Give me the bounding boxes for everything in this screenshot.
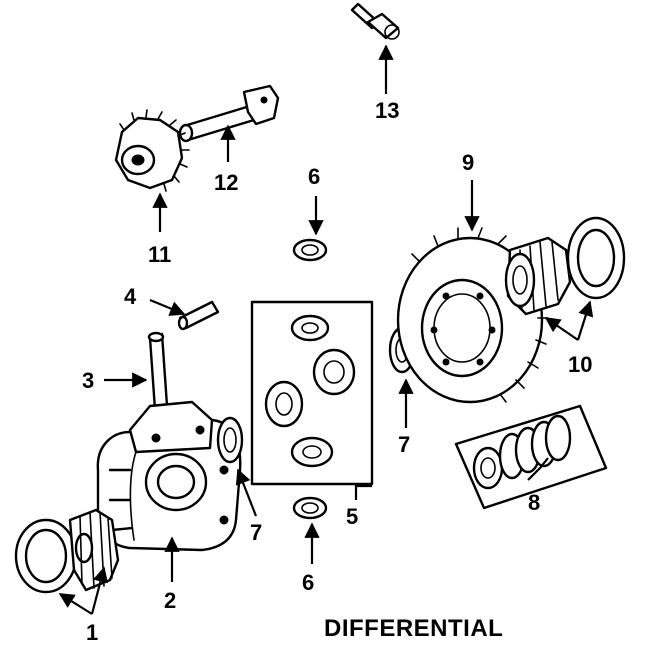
callout-2: 2 — [164, 588, 176, 613]
cross-shaft-part-3 — [147, 331, 170, 426]
leader-lines — [58, 44, 594, 615]
side-bearing-part-9 — [504, 216, 626, 316]
callout-6-top: 6 — [308, 164, 320, 189]
shim-part-7-left — [216, 416, 244, 464]
bolt-part-13 — [350, 2, 400, 40]
callout-11: 11 — [148, 242, 171, 267]
callout-4: 4 — [124, 284, 137, 309]
callout-3: 3 — [82, 368, 94, 393]
callout-5: 5 — [346, 504, 358, 529]
drive-pinion-gear-part-11 — [114, 109, 190, 192]
thrust-washer-part-6-top — [292, 238, 328, 262]
callout-6-bottom: 6 — [302, 570, 314, 595]
side-bearing-part-1 — [14, 508, 120, 594]
callout-9: 10 — [568, 352, 592, 377]
lock-pin-part-4 — [177, 300, 220, 331]
callout-8: 9 — [462, 150, 474, 175]
callout-7-left: 7 — [250, 520, 262, 545]
callout-10: 8 — [528, 490, 540, 515]
callout-labels: 13 12 11 6 9 4 3 7 10 8 7 5 6 2 1 — [82, 98, 592, 645]
pinion-shaft-part-12 — [178, 84, 280, 143]
callout-7-right: 7 — [398, 432, 410, 457]
thrust-washer-part-6-bottom — [292, 496, 328, 520]
callout-1: 1 — [86, 620, 98, 645]
differential-case-part-2 — [96, 400, 242, 552]
diagram-title: DIFFERENTIAL — [324, 615, 503, 642]
callout-12: 12 — [214, 170, 238, 195]
shim-set-part-10 — [454, 404, 608, 510]
callout-13: 13 — [375, 98, 399, 123]
gear-kit-part-5 — [250, 300, 374, 486]
